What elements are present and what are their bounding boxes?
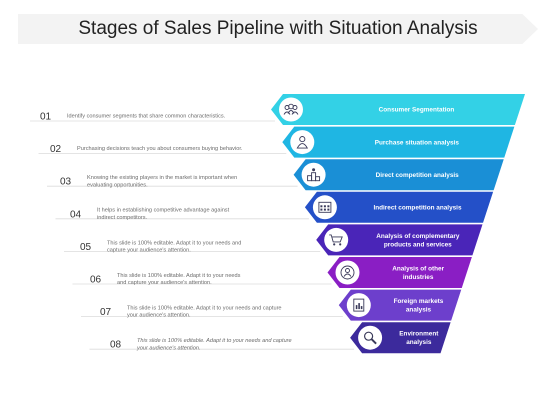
stage-label: Consumer Segmentation <box>379 107 455 114</box>
page-title: Stages of Sales Pipeline with Situation … <box>78 18 478 39</box>
stage-band <box>338 289 462 321</box>
stage-number: 01 <box>40 112 52 123</box>
user-circle-icon <box>340 265 355 280</box>
stage-number: 02 <box>50 144 62 155</box>
stage-band <box>327 257 472 288</box>
podium-icon <box>307 168 321 182</box>
stage-number: 04 <box>70 209 82 220</box>
stage-number: 05 <box>80 242 92 253</box>
stage-band <box>293 159 504 191</box>
icon-circle <box>279 97 303 122</box>
stage-number: 06 <box>90 275 102 286</box>
cart-icon <box>329 234 343 246</box>
stage-description: It helps in establishing competitive adv… <box>97 208 230 221</box>
stage-description: Knowing the existing players in the mark… <box>87 175 237 188</box>
icon-circle <box>358 325 383 350</box>
stage-number: 03 <box>60 177 72 188</box>
stage-description: Identify consumer segments that share co… <box>67 114 226 120</box>
stage-label: Indirect competition analysis <box>373 205 462 212</box>
stage-number: 07 <box>100 307 112 318</box>
stage-row-03: Direct competition analysis 03 Knowing the… <box>47 159 504 191</box>
icon-circle <box>301 162 326 187</box>
people-group-icon <box>283 103 299 115</box>
magnifier-icon <box>364 331 377 345</box>
stage-description: This slide is 100% editable. Adapt it to… <box>117 273 241 286</box>
icon-circle <box>324 227 349 252</box>
stage-label: Direct competition analysis <box>376 172 460 179</box>
stage-description: Purchasing decisions teach you about con… <box>77 146 243 152</box>
stage-description: This slide is 100% editable. Adapt it to… <box>136 338 292 351</box>
stage-band <box>304 191 494 223</box>
user-touch-icon <box>296 136 309 149</box>
stage-row-04: Indirect competition analysis 04 It helps … <box>55 191 494 223</box>
stage-number: 08 <box>110 340 122 351</box>
stage-description: This slide is 100% editable. Adapt it to… <box>127 306 282 319</box>
stage-band <box>316 224 483 256</box>
stage-band <box>271 94 525 125</box>
stage-band <box>282 126 515 158</box>
title-banner <box>18 14 538 44</box>
stage-label: Purchase situation analysis <box>375 139 460 146</box>
document-chart-icon <box>353 298 365 312</box>
stage-row-02: Purchase situation analysis 02 Purchasing … <box>38 126 515 158</box>
calendar-grid-icon <box>318 201 332 213</box>
stage-row-01: Consumer Segmentation 01 Identify consumer… <box>30 94 525 125</box>
stage-description: This slide is 100% editable. Adapt it to… <box>107 240 241 253</box>
